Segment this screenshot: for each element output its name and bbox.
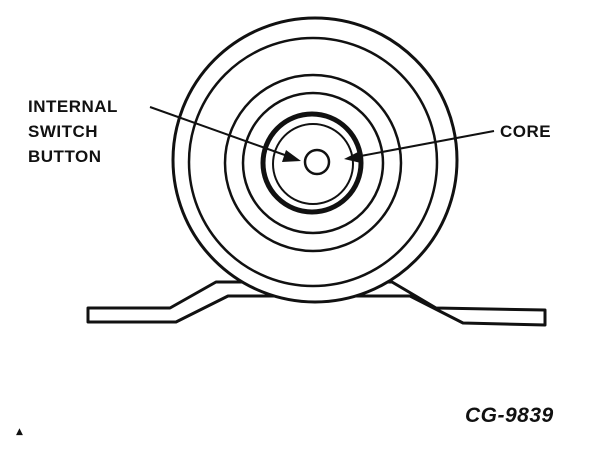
label-internal: INTERNAL [28, 97, 118, 116]
label-button: BUTTON [28, 147, 102, 166]
label-switch: SWITCH [28, 122, 98, 141]
switch-button [303, 148, 331, 176]
ring-3 [241, 91, 385, 235]
core-leader [349, 130, 495, 159]
switch-button-arrowhead [282, 150, 301, 162]
core-arrowhead [344, 151, 361, 163]
switch-button-leader [149, 106, 297, 160]
mounting-bracket [86, 280, 547, 327]
ring-2 [223, 73, 403, 253]
core-inner-ring [272, 123, 354, 205]
figure-code: CG-9839 [465, 404, 554, 427]
label-core: CORE [500, 122, 551, 141]
outer-housing [171, 16, 459, 304]
ring-1 [187, 36, 439, 288]
corner-mark: ▲ [16, 427, 23, 437]
